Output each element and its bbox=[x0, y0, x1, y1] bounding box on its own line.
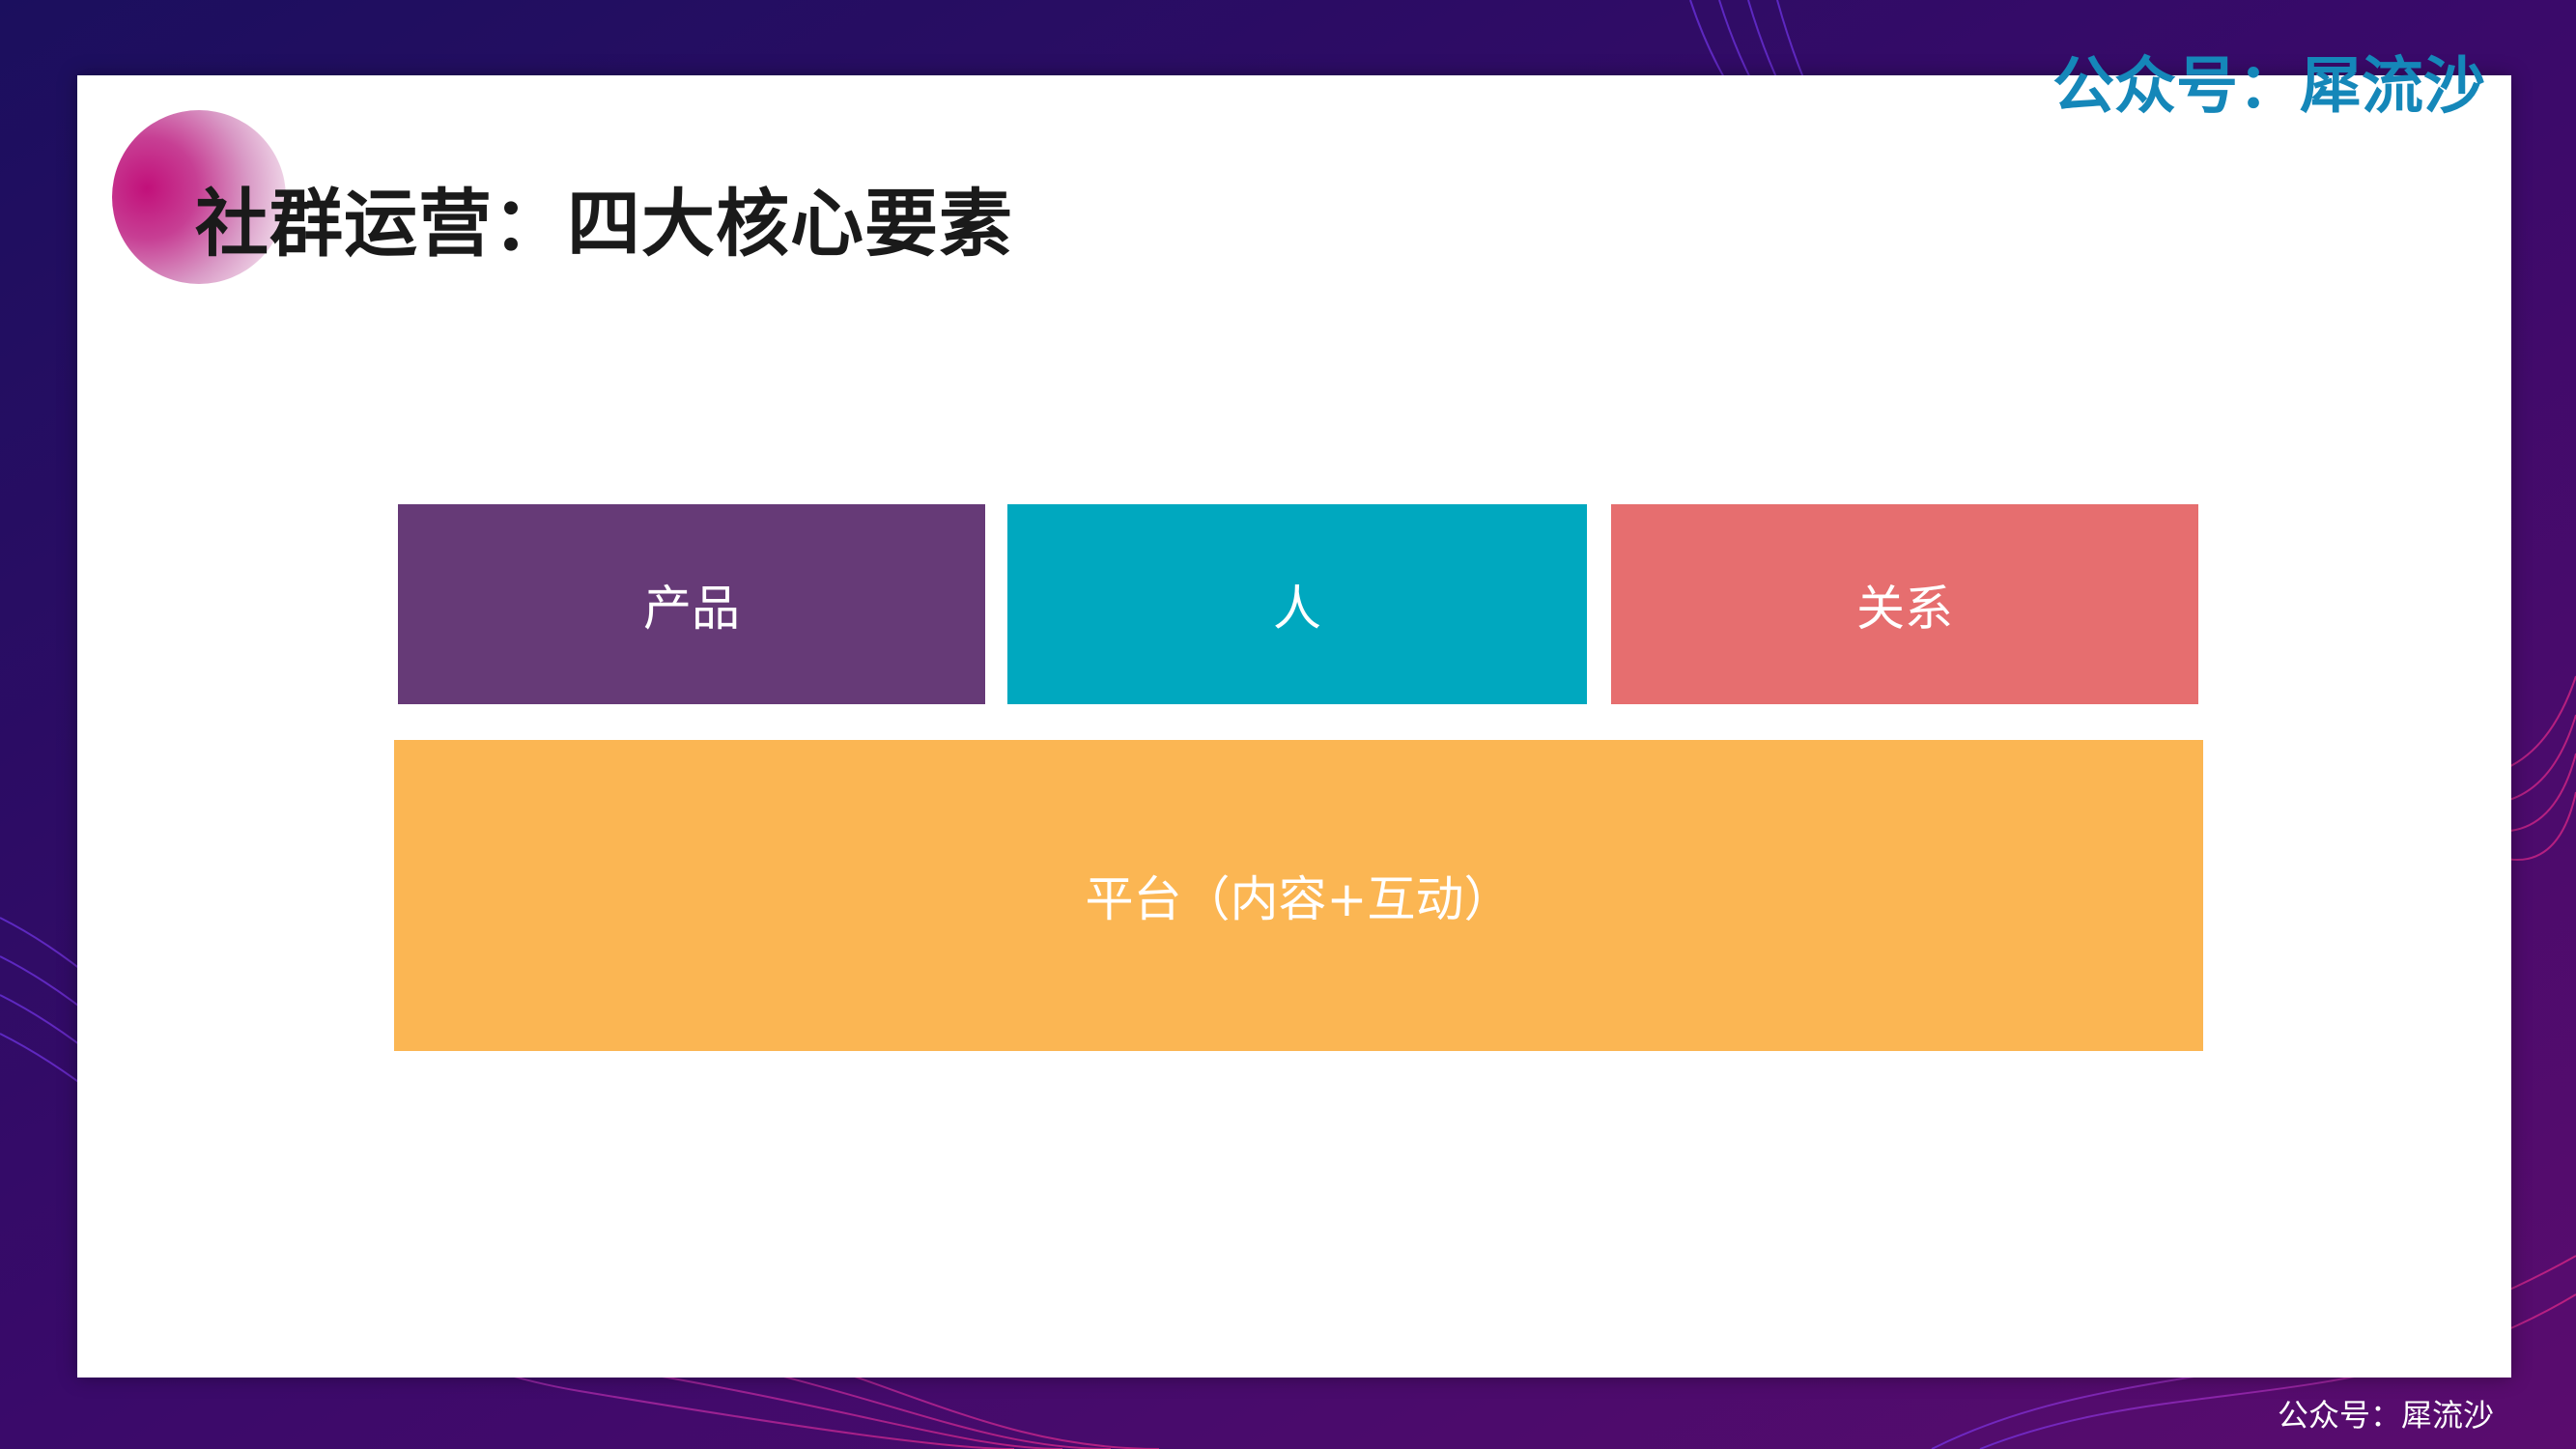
slide-title: 社群运营：四大核心要素 bbox=[195, 181, 1013, 267]
element-box-platform: 平台（内容+互动） bbox=[394, 740, 2203, 1051]
watermark-top: 公众号：犀流沙 bbox=[2052, 50, 2485, 123]
element-box-people: 人 bbox=[1007, 504, 1587, 704]
element-box-relation: 关系 bbox=[1611, 504, 2198, 704]
watermark-bottom: 公众号：犀流沙 bbox=[2278, 1397, 2495, 1434]
slide-canvas: 社群运营：四大核心要素 产品 人 关系 平台（内容+互动） bbox=[77, 75, 2511, 1378]
element-box-product: 产品 bbox=[398, 504, 985, 704]
title-decoration-circle bbox=[112, 110, 286, 284]
